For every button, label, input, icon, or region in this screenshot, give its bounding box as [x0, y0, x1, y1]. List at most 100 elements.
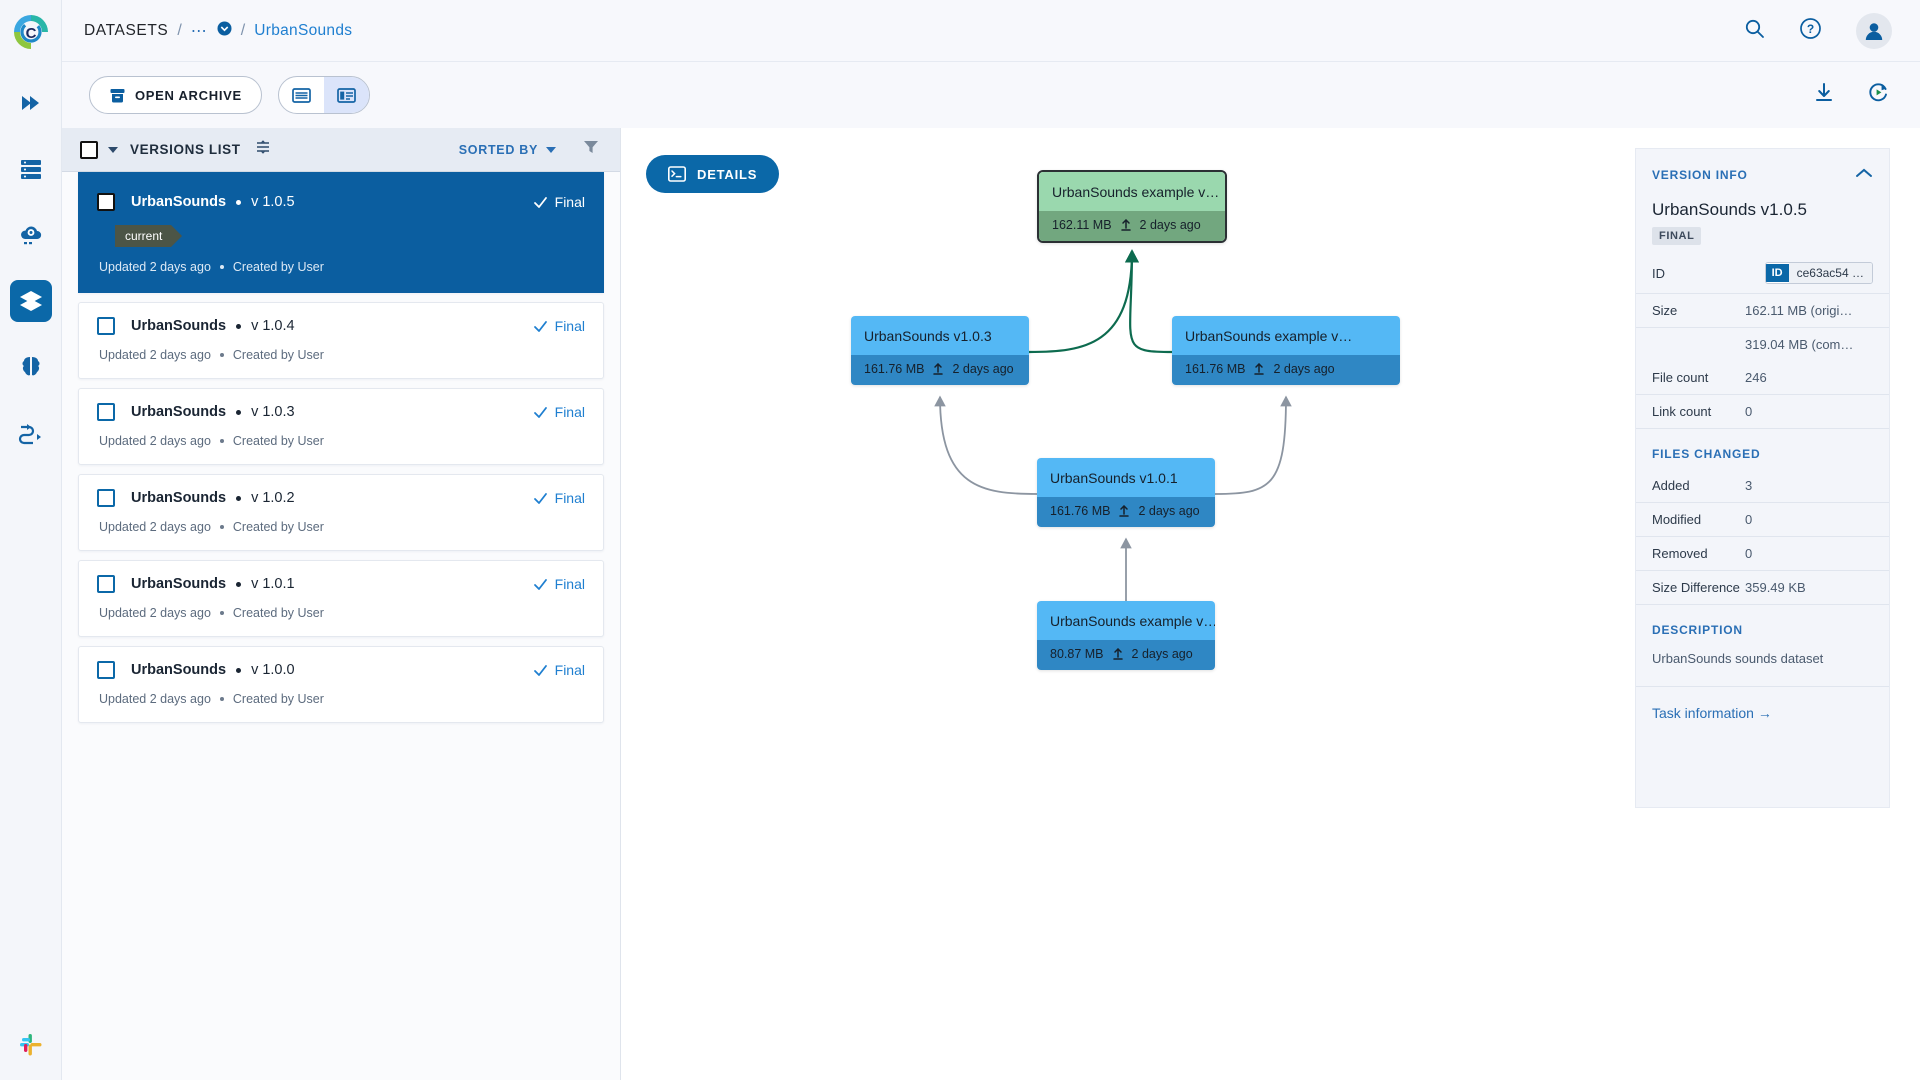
- version-item-checkbox[interactable]: [97, 489, 115, 507]
- version-item-name: UrbanSounds: [131, 318, 227, 334]
- sidebar-item-cloud-compute[interactable]: [10, 214, 52, 256]
- version-item-version: v 1.0.2: [251, 490, 295, 506]
- version-item-checkbox[interactable]: [97, 403, 115, 421]
- separator-dot: [236, 323, 242, 329]
- download-icon[interactable]: [1813, 82, 1835, 109]
- separator-dot: [236, 495, 242, 501]
- auto-refresh-icon[interactable]: [1867, 81, 1890, 109]
- files-changed-key: Removed: [1652, 546, 1708, 561]
- version-item-version: v 1.0.3: [251, 404, 295, 420]
- version-item-version: v 1.0.5: [251, 194, 295, 210]
- versions-panel-header: VERSIONS LIST SORTED BY: [62, 128, 620, 172]
- sidebar-item-workflows[interactable]: [10, 412, 52, 454]
- breadcrumb-root[interactable]: DATASETS: [84, 21, 169, 39]
- upload-icon: [1119, 505, 1130, 517]
- version-item-checkbox[interactable]: [97, 193, 115, 211]
- list-view-icon: [292, 87, 311, 103]
- files-changed-label: FILES CHANGED: [1652, 447, 1761, 461]
- filter-icon[interactable]: [582, 138, 600, 161]
- graph-node-title: UrbanSounds v1.0.1: [1037, 458, 1215, 497]
- description-label: DESCRIPTION: [1652, 623, 1743, 637]
- svg-text:C: C: [25, 25, 36, 42]
- version-item-updated: Updated 2 days ago: [99, 348, 211, 362]
- version-info-header: VERSION INFO: [1636, 149, 1889, 194]
- open-archive-label: OPEN ARCHIVE: [135, 87, 242, 103]
- version-info-label: VERSION INFO: [1652, 168, 1748, 182]
- list-view-button[interactable]: [279, 77, 324, 113]
- graph-node-title: UrbanSounds v1.0.3: [851, 316, 1029, 355]
- version-item-version: v 1.0.1: [251, 576, 295, 592]
- avatar[interactable]: [1856, 12, 1892, 49]
- clearml-logo[interactable]: C: [7, 8, 55, 56]
- version-item-checkbox[interactable]: [97, 575, 115, 593]
- chevron-up-icon[interactable]: [1855, 166, 1873, 184]
- version-item-status-label: Final: [554, 662, 585, 678]
- files-changed-key: Size Difference: [1652, 580, 1740, 595]
- sidebar-item-datasets-store[interactable]: [10, 148, 52, 190]
- files-changed-value: 0: [1745, 546, 1753, 561]
- info-row-key: ID: [1652, 265, 1665, 281]
- version-item-creator: Created by User: [232, 434, 324, 448]
- breadcrumb-dropdown-icon[interactable]: [217, 21, 232, 41]
- header-actions: ?: [1744, 12, 1892, 49]
- sidebar-item-models[interactable]: [10, 346, 52, 388]
- slack-shortcut[interactable]: [0, 1032, 62, 1058]
- help-icon[interactable]: ?: [1799, 17, 1822, 45]
- version-item-checkbox[interactable]: [97, 661, 115, 679]
- sidebar-item-datasets[interactable]: [9, 280, 52, 322]
- separator-dot: [236, 199, 242, 205]
- version-item-creator: Created by User: [232, 692, 324, 706]
- open-archive-button[interactable]: OPEN ARCHIVE: [89, 76, 262, 114]
- version-item-name: UrbanSounds: [131, 404, 227, 420]
- detail-view-button[interactable]: [323, 77, 369, 113]
- sorted-by-button[interactable]: SORTED BY: [459, 143, 556, 157]
- graph-node-size: 161.76 MB: [1185, 362, 1246, 376]
- select-all-dropdown-icon[interactable]: [108, 146, 118, 153]
- cloud-gear-icon: [20, 226, 41, 245]
- version-item-checkbox[interactable]: [97, 317, 115, 335]
- separator-dot: [236, 581, 242, 587]
- breadcrumb-leaf[interactable]: UrbanSounds: [254, 21, 353, 39]
- version-item-updated: Updated 2 days ago: [99, 606, 211, 620]
- sort-settings-icon[interactable]: [255, 139, 271, 160]
- info-row: 319.04 MB (com…: [1636, 328, 1889, 361]
- check-icon: [533, 406, 547, 418]
- details-button[interactable]: DETAILS: [646, 155, 780, 193]
- files-changed-value: 0: [1745, 512, 1753, 527]
- task-information-link[interactable]: Task information →: [1636, 686, 1889, 739]
- sorted-by-label: SORTED BY: [458, 142, 538, 157]
- version-item-version: v 1.0.0: [251, 662, 295, 678]
- search-icon[interactable]: [1744, 18, 1765, 44]
- separator-dot: [236, 667, 242, 673]
- version-item-updated: Updated 2 days ago: [99, 434, 211, 448]
- version-item-status-label: Final: [554, 318, 585, 334]
- version-item-status: Final: [533, 318, 585, 334]
- breadcrumb-ellipsis[interactable]: ⋯: [190, 22, 208, 40]
- status-badge: FINAL: [1652, 227, 1702, 245]
- separator-dot: [219, 611, 224, 615]
- files-changed-value: 3: [1745, 478, 1753, 493]
- sidebar-item-pipelines-run[interactable]: [10, 82, 52, 124]
- files-changed-key: Modified: [1652, 512, 1702, 527]
- svg-text:?: ?: [1807, 22, 1814, 36]
- select-all-checkbox[interactable]: [80, 140, 98, 159]
- graph-edge: [934, 395, 1038, 495]
